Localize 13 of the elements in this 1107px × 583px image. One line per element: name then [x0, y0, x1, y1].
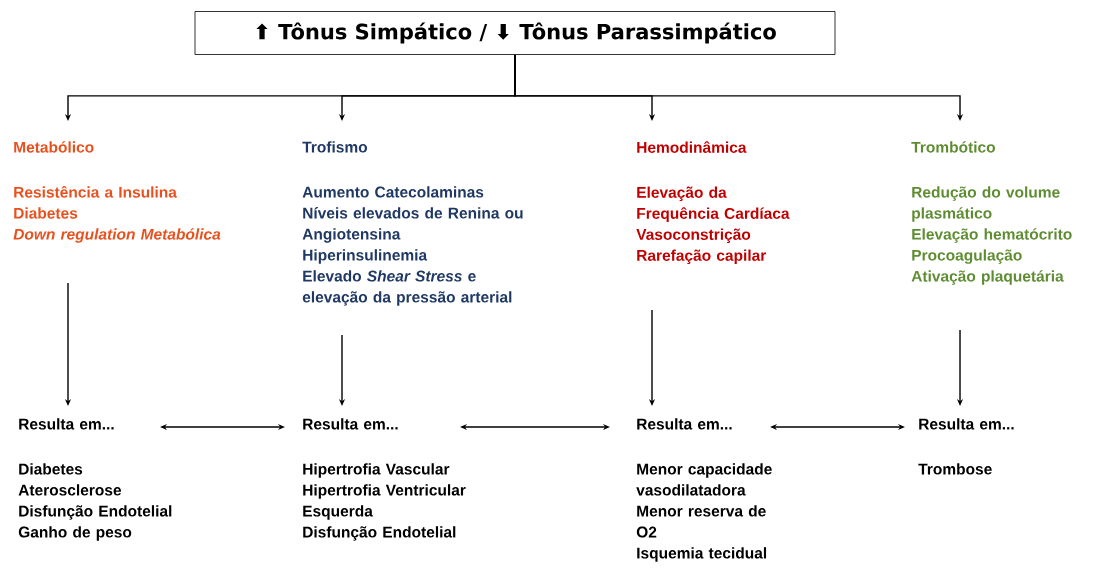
result-text: Resulta em... Trombose — [918, 418, 1014, 475]
category-text: Hemodinâmica Elevação da Frequência Cardíaca Vasoconstrição Rarefação capilar — [636, 141, 790, 264]
branch-arrow — [514, 54, 964, 121]
category-text: Trofismo Aumento Catecolaminas Níveis elevados de Renina ou Angiotensina Hiperinsulinemia Elevado Shear Stress e elevação da pressão arterial — [302, 141, 523, 306]
result-text: Resulta em... Hipertrofia Vascular Hipertrofia Ventricular Esquerda Disfunção Endotelial — [303, 418, 466, 541]
category-text: Trombótico Redução do volume plasmático Elevação hematócrito Procoagulação Ativação plaquetária — [911, 141, 1072, 285]
result-text: Resulta em... Diabetes Aterosclerose Disfunção Endotelial Ganho de peso — [18, 418, 172, 541]
double-arrow — [770, 423, 905, 431]
double-arrow — [160, 423, 285, 431]
double-arrow — [460, 423, 610, 431]
category-text: Metabólico Resistência a Insulina Diabetes Down regulation Metabólica — [13, 141, 221, 243]
title-box: ⬆ Tônus Simpático / ⬇ Tônus Parassimpático — [194, 11, 836, 55]
result-text: Resulta em... Menor capacidade vasodilatadora Menor reserva de O2 Isquemia tecidual — [636, 418, 772, 562]
